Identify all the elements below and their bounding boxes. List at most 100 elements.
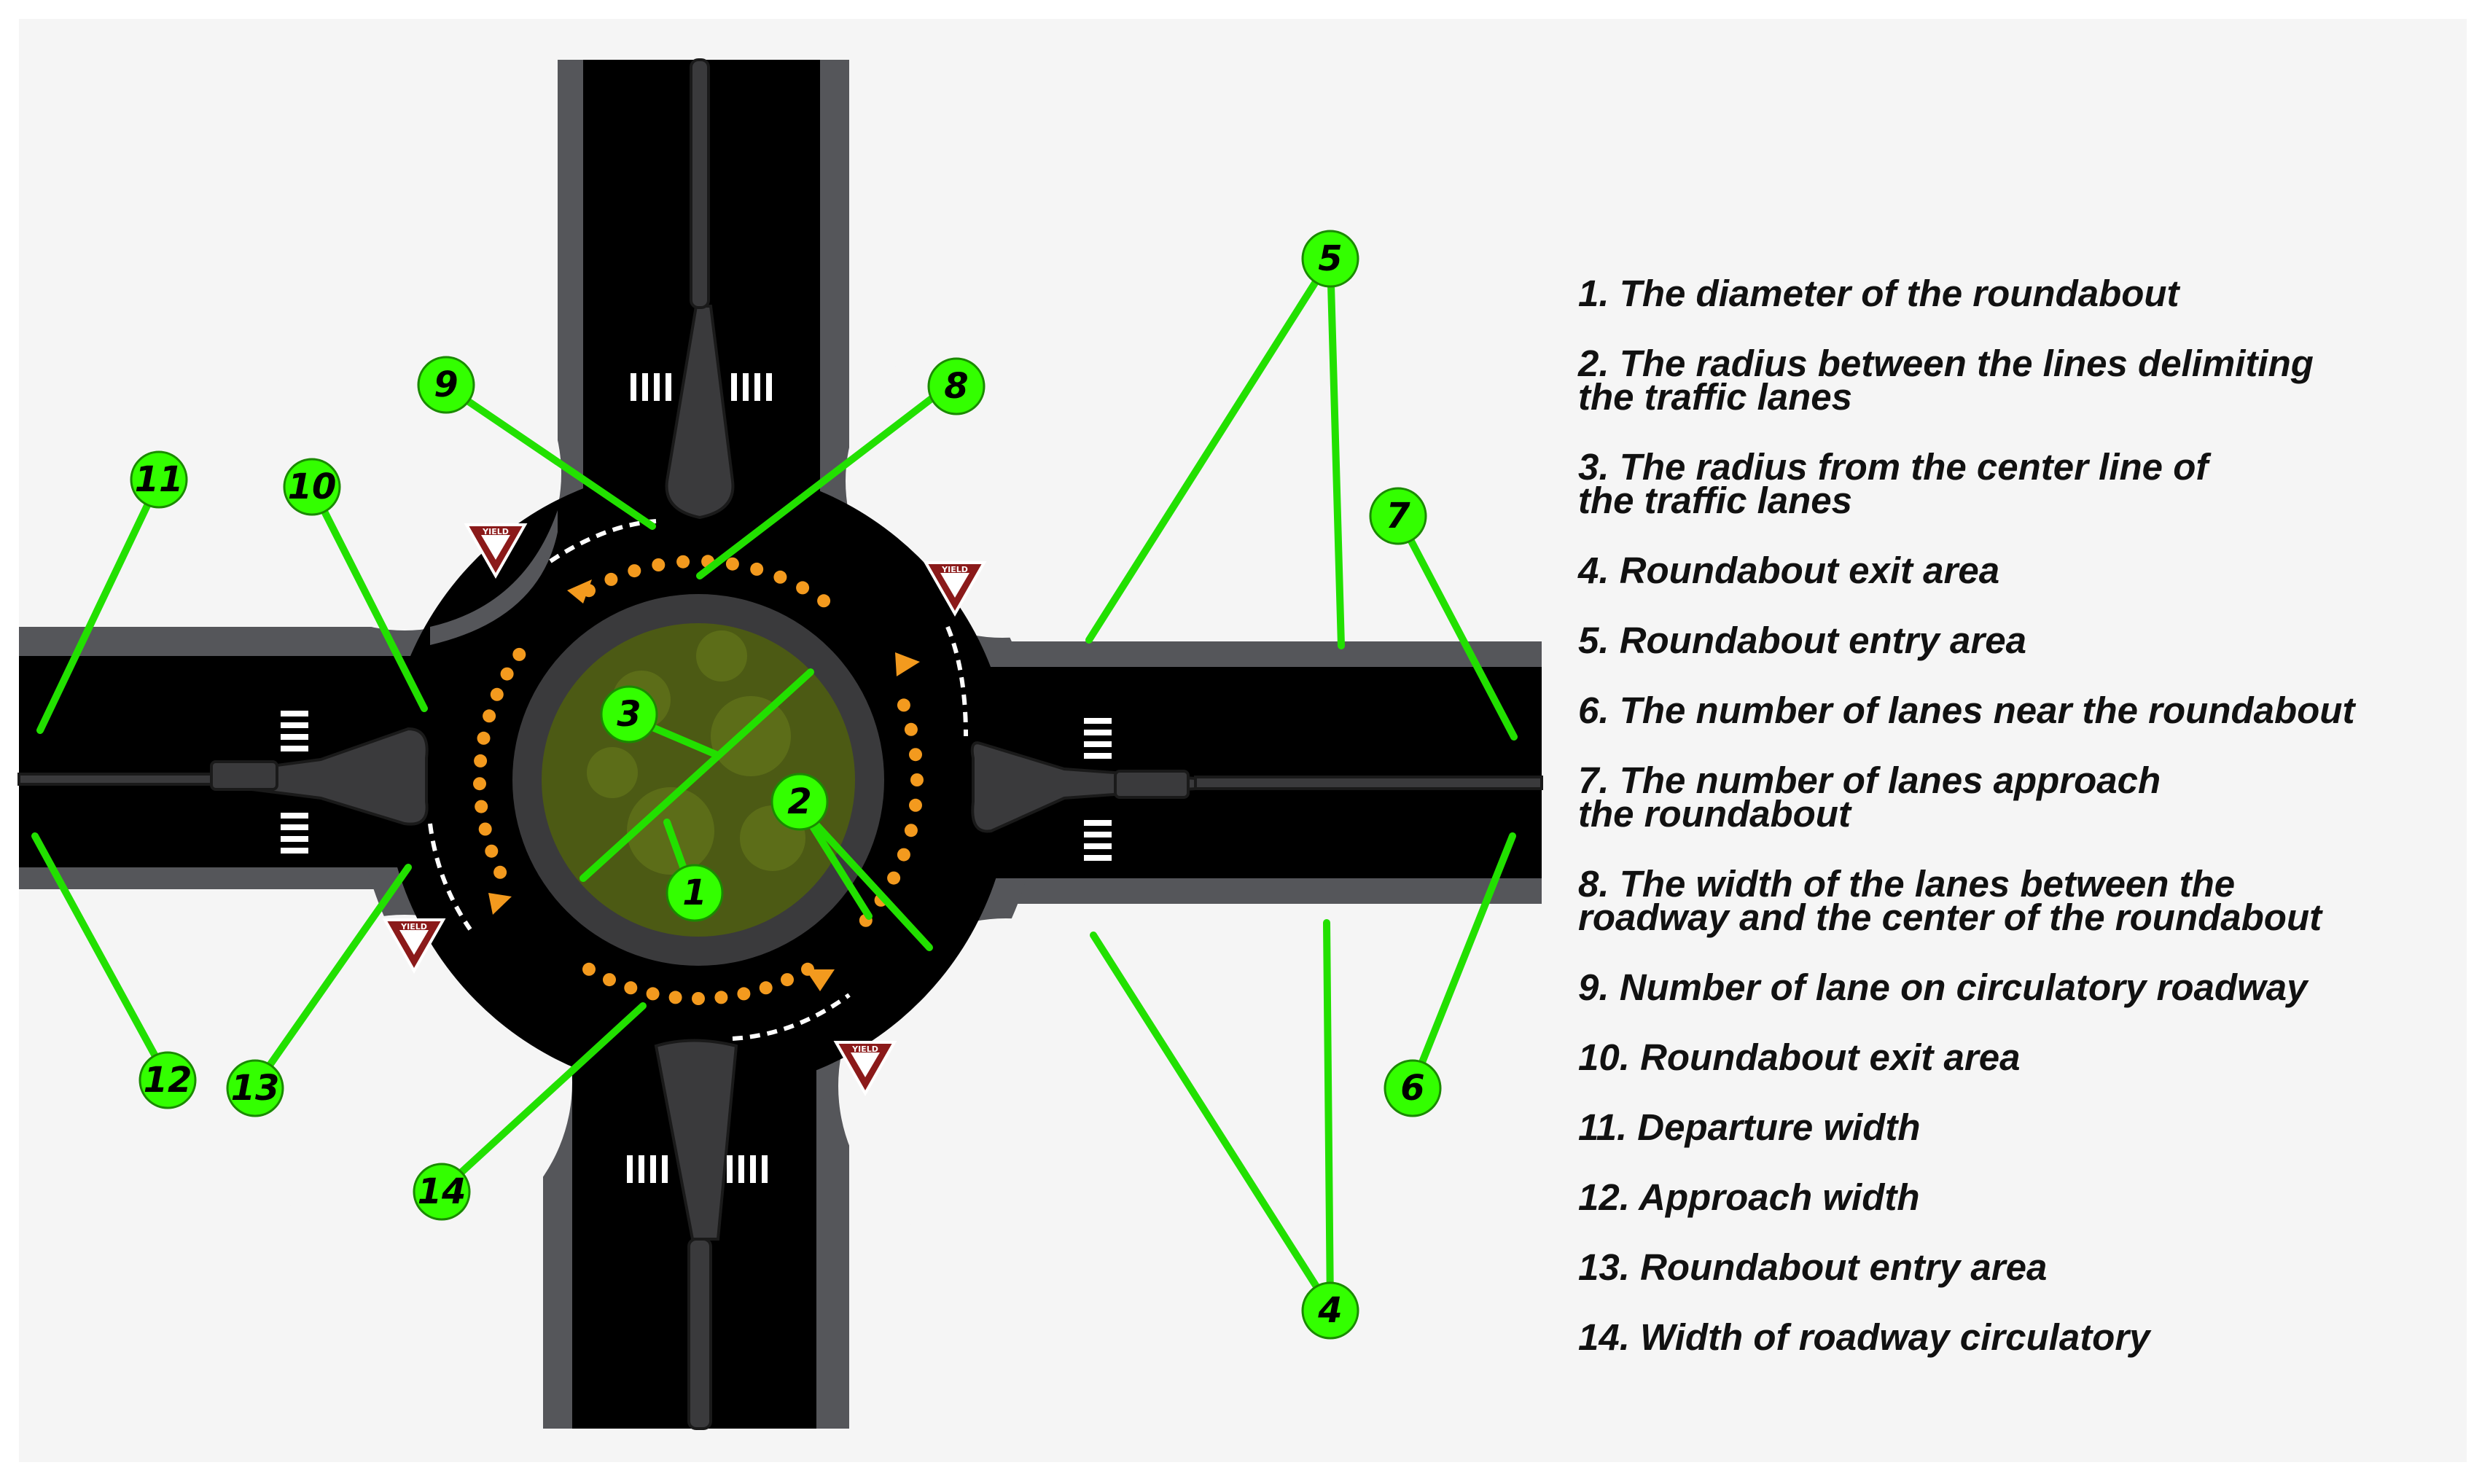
- north-median: [690, 58, 710, 309]
- legend-list: 1. The diameter of the roundabout 2. The…: [1578, 273, 2467, 1391]
- circulation-dot: [910, 773, 924, 786]
- south-median: [687, 1238, 712, 1430]
- arrow-west: [488, 893, 512, 915]
- circulation-dot: [759, 981, 773, 995]
- legend-item-4: 4. Roundabout exit area: [1578, 550, 2000, 591]
- circulation-dot: [668, 991, 682, 1004]
- svg-text:11: 11: [135, 459, 184, 500]
- roundabout-diagram: YIELD YIELD YIELD YIELD: [17, 58, 1543, 1430]
- svg-text:8: 8: [944, 366, 968, 407]
- svg-text:2: 2: [787, 781, 811, 822]
- circulation-dot: [477, 731, 491, 745]
- marker-2: 2: [770, 773, 829, 831]
- yield-sign-text: YIELD: [941, 565, 968, 574]
- circulation-dots-west: [473, 647, 526, 879]
- curb-corners-inner: [430, 510, 558, 645]
- leader-4b: [1323, 919, 1334, 1312]
- crosswalk-west-south: [281, 813, 308, 854]
- leader-9: [442, 383, 656, 530]
- circulation-dot: [500, 667, 514, 681]
- marker-1: 1: [666, 864, 724, 922]
- yield-sign-icon: YIELD: [464, 523, 528, 579]
- circulation-dots-south: [582, 962, 814, 1005]
- crosswalk-south-east: [727, 1155, 768, 1183]
- circulation-dot: [624, 981, 638, 995]
- svg-text:6: 6: [1400, 1068, 1424, 1109]
- legend-item-13: 13. Roundabout entry area: [1578, 1246, 2048, 1288]
- circulation-dot: [652, 558, 666, 571]
- circulation-dot: [493, 865, 507, 879]
- circulation-dot: [817, 594, 831, 608]
- circulation-dot: [604, 572, 618, 586]
- circulation-dot: [474, 754, 488, 768]
- west-refuge-small: [210, 760, 278, 791]
- circulation-dot: [692, 992, 705, 1005]
- circulation-dot: [897, 698, 910, 712]
- arrow-east: [895, 652, 920, 676]
- crosswalk-east-south: [1084, 820, 1112, 861]
- yield-sign-text: YIELD: [400, 922, 427, 932]
- circulation-dots: [473, 555, 924, 1005]
- circulation-dot: [475, 800, 488, 813]
- marker-6: 6: [1384, 1059, 1442, 1117]
- east-median: [1194, 776, 1543, 790]
- leader-1-diameter: [579, 668, 814, 882]
- svg-text:12: 12: [144, 1060, 192, 1101]
- circulation-dot: [714, 991, 728, 1004]
- leader-14: [438, 1002, 647, 1194]
- circulation-dot: [646, 987, 660, 1001]
- marker-3: 3: [600, 685, 658, 743]
- crosswalk-south-west: [627, 1155, 668, 1183]
- south-splitter-island: [654, 1039, 738, 1241]
- yield-sign-text: YIELD: [482, 527, 509, 536]
- legend-item-1: 1. The diameter of the roundabout: [1578, 273, 2179, 314]
- circulation-dot: [603, 973, 616, 987]
- svg-text:1: 1: [682, 872, 706, 913]
- svg-text:13: 13: [231, 1068, 280, 1109]
- orange-triangle-arrow-icon: [488, 579, 920, 991]
- marker-11: 11: [130, 450, 188, 509]
- circulation-dot: [485, 844, 499, 858]
- circulation-dot: [904, 824, 918, 837]
- marker-7: 7: [1369, 487, 1427, 545]
- east-refuge-small: [1114, 770, 1190, 799]
- leader-6: [1409, 832, 1516, 1090]
- marker-13: 13: [226, 1059, 284, 1117]
- leader-7: [1394, 512, 1518, 741]
- yield-lines: [428, 519, 968, 1041]
- circulation-dot: [887, 871, 901, 885]
- crosswalk-north-west: [631, 373, 671, 401]
- leader-11: [36, 477, 163, 734]
- yield-line-north: [549, 519, 657, 563]
- legend-item-14: 14. Width of roadway circulatory: [1578, 1316, 2150, 1358]
- crosswalk-stripes-icon: [281, 373, 1112, 1183]
- legend-item-10: 10. Roundabout exit area: [1578, 1036, 2021, 1078]
- crosswalk-east-north: [1084, 718, 1112, 759]
- circulation-dot: [582, 962, 596, 976]
- west-median: [17, 773, 217, 786]
- marker-10: 10: [283, 458, 341, 516]
- circulation-dot: [737, 987, 751, 1001]
- marker-14: 14: [413, 1163, 471, 1221]
- legend-item-2: 2. The radius between the lines delimiti…: [1578, 343, 2314, 418]
- leader-13: [251, 864, 412, 1090]
- leader-lines: [31, 255, 1518, 1312]
- svg-text:4: 4: [1317, 1290, 1342, 1331]
- legend-item-12: 12. Approach width: [1578, 1176, 1920, 1218]
- west-splitter-island: [210, 727, 429, 826]
- north-splitter-island: [665, 305, 735, 520]
- leader-4a: [1090, 932, 1334, 1312]
- marker-5: 5: [1301, 230, 1359, 288]
- svg-text:3: 3: [617, 694, 641, 735]
- circulation-dot: [483, 709, 496, 723]
- circulation-dot: [628, 564, 641, 578]
- east-splitter-island: [970, 741, 1197, 833]
- circulation-dot: [773, 570, 787, 584]
- corner-se: [838, 918, 1174, 1254]
- yield-sign-text: YIELD: [851, 1044, 878, 1054]
- legend-item-11: 11. Departure width: [1578, 1106, 1921, 1148]
- circulation-dot: [897, 848, 910, 862]
- circulation-dot: [490, 687, 504, 701]
